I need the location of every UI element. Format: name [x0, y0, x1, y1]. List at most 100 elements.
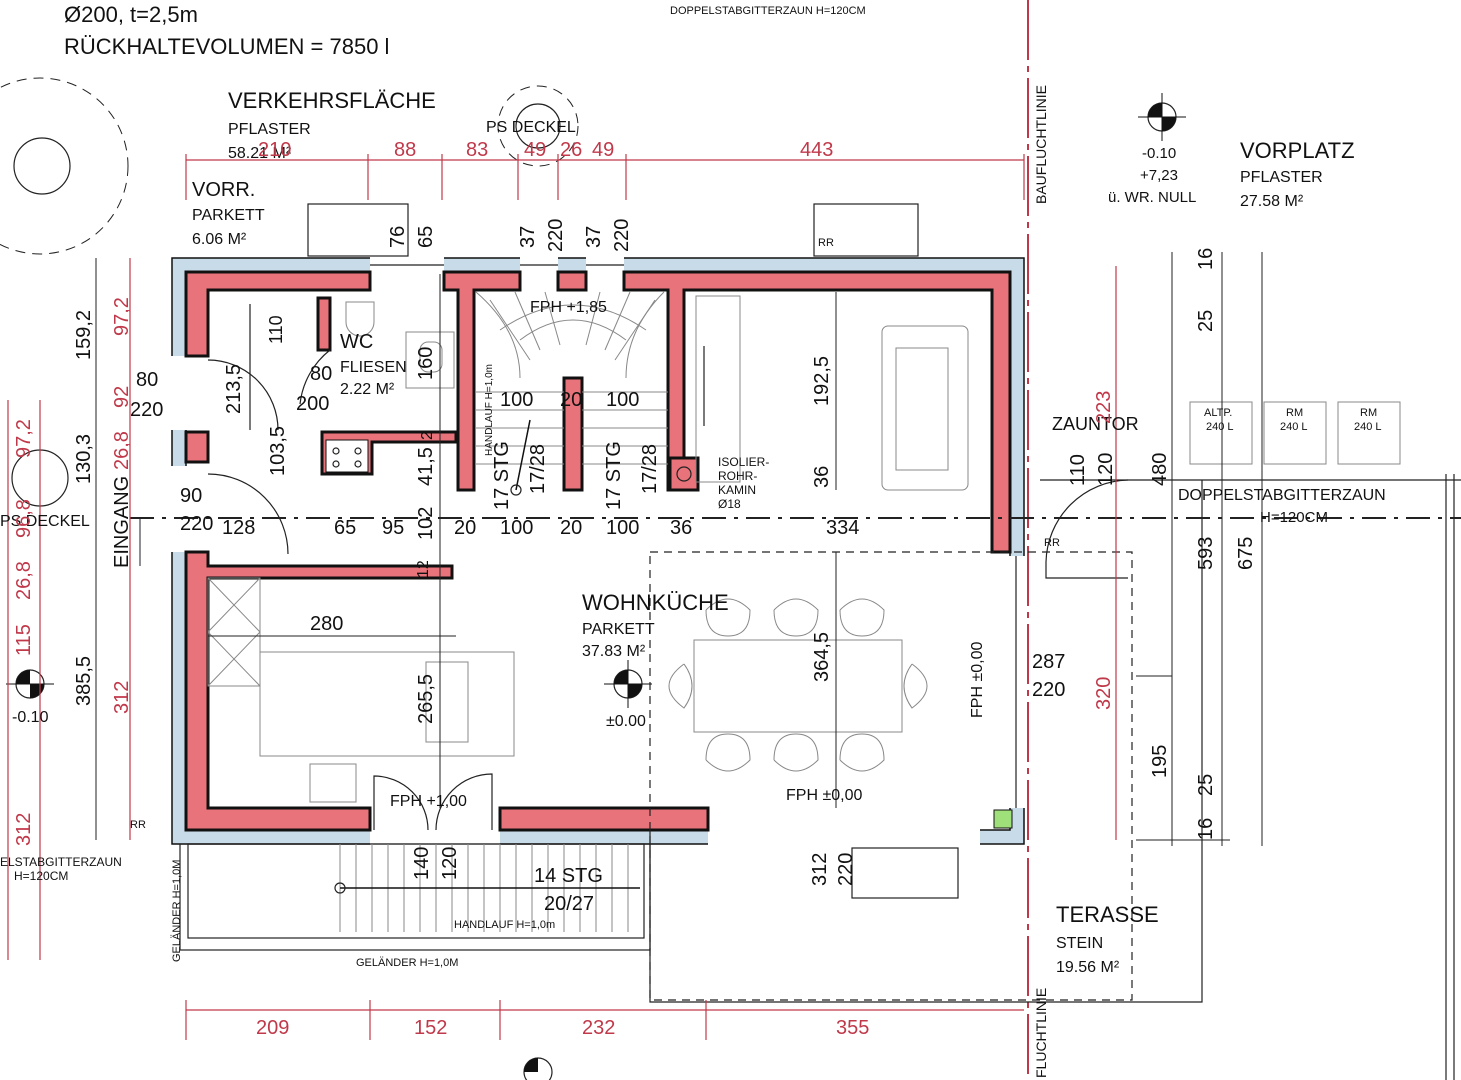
dim-row-4: 102: [415, 507, 437, 540]
dim-top-6: 49: [592, 139, 614, 161]
level-marker-icon: [523, 1057, 553, 1080]
room-terasse: TERASSE: [1056, 902, 1159, 927]
room-wohnkueche-material: PARKETT: [582, 621, 655, 638]
dim-80: 80: [136, 369, 158, 391]
bin-2-a: RM: [1286, 407, 1303, 419]
dim-row-3: 95: [382, 517, 404, 539]
dim-right-10: 110: [1067, 454, 1089, 486]
dim-200: 200: [296, 393, 329, 415]
dim-140: 140: [411, 847, 433, 880]
dim-row-9: 36: [670, 517, 692, 539]
handlauf-label-bottom: HANDLAUF H=1,0m: [454, 919, 555, 931]
dim-20: 20: [560, 389, 582, 411]
dim-1035: 103,5: [267, 426, 289, 476]
dim-top-1: 210: [258, 139, 291, 161]
dim-right-1: 16: [1195, 248, 1217, 270]
traffic-area-title: VERKEHRSFLÄCHE: [228, 88, 436, 113]
bin-1-b: 240 L: [1206, 421, 1234, 433]
dim-110: 110: [266, 315, 286, 344]
bin-3-b: 240 L: [1354, 421, 1382, 433]
fph-000-vertical: FPH ±0,00: [969, 642, 986, 718]
room-vorr: VORR.: [192, 179, 255, 201]
level-left: -0.10: [12, 709, 49, 726]
room-wohnkueche-area: 37.83 M²: [582, 643, 646, 660]
railing-label-vertical: GELÄNDER H=1,0M: [171, 860, 183, 962]
rr-label-left: RR: [130, 819, 146, 831]
dim-80b: 80: [310, 363, 332, 385]
stairs-left-count: 17 STG: [491, 441, 513, 510]
dim-right-8: 223: [1093, 391, 1115, 424]
dim-row-10: 334: [826, 517, 859, 539]
room-vorr-area: 6.06 M²: [192, 231, 247, 248]
room-wohnkueche: WOHNKÜCHE: [582, 590, 729, 615]
forecourt-material: PFLASTER: [1240, 169, 1323, 186]
level-b: +7,23: [1140, 167, 1178, 184]
fence-top-label: DOPPELSTABGITTERZAUN H=120CM: [670, 5, 866, 17]
dim-top-3: 83: [466, 139, 488, 161]
chimney-label-2: ROHR-: [718, 469, 757, 483]
dim-left-red-1: 97,2: [111, 297, 133, 336]
fence-left-label: ELSTABGITTERZAUN: [0, 855, 122, 869]
room-vorr-material: PARKETT: [192, 207, 265, 224]
dim-left-1: 159,2: [73, 310, 95, 360]
dim-right-9: 320: [1093, 677, 1115, 710]
ps-deckel-label: PS DECKEL: [486, 119, 576, 136]
dim-36: 36: [811, 466, 833, 488]
dim-2655: 265,5: [415, 674, 437, 724]
dim-220c: 220: [1032, 679, 1065, 701]
dim-open-4: 220: [545, 219, 567, 252]
dim-312b: 312: [809, 853, 831, 886]
bin-1-a: ALTP.: [1204, 407, 1232, 419]
chimney-label-3: KAMIN: [718, 483, 756, 497]
dimension-lines: [7, 154, 1117, 1040]
dim-1925: 192,5: [811, 356, 833, 406]
dim-3645: 364,5: [811, 632, 833, 682]
dim-100a: 100: [500, 389, 533, 411]
chimney-label-1: ISOLIER-: [718, 455, 769, 469]
room-terasse-area: 19.56 M²: [1056, 959, 1120, 976]
handlauf-label: HANDLAUF H=1,0m: [484, 364, 495, 456]
dim-row-8: 100: [606, 517, 639, 539]
dim-open-3: 37: [517, 226, 539, 248]
dining-chairs: [668, 598, 928, 772]
stairs-bottom-ratio: 20/27: [544, 893, 594, 915]
dim-2135: 213,5: [223, 364, 245, 414]
dim-top-4: 49: [524, 139, 546, 161]
room-terasse-material: STEIN: [1056, 935, 1103, 952]
dim-bottom-2: 152: [414, 1017, 447, 1039]
fence-right-height: H=120CM: [1260, 509, 1328, 526]
dim-row-1: 128: [222, 517, 255, 539]
dim-open-6: 220: [611, 219, 633, 252]
dim-top-5: 26: [560, 139, 582, 161]
dim-far-left-2: 96,8: [13, 499, 35, 538]
level-marker-icon: [604, 660, 652, 708]
dim-right-11: 120: [1095, 453, 1117, 486]
fph-100: FPH +1,00: [390, 793, 467, 810]
rr-label-right: RR: [1044, 537, 1060, 549]
dim-220d: 220: [835, 853, 857, 886]
dim-open-2: 65: [415, 226, 437, 248]
stairs-right-ratio: 17/28: [639, 444, 661, 494]
dim-left-red-2: 26,8: [111, 431, 133, 470]
room-wc-area: 2.22 M²: [340, 381, 395, 398]
dim-280: 280: [310, 613, 343, 635]
dim-right-4: 675: [1235, 537, 1257, 570]
gate-label: ZAUNTOR: [1052, 414, 1139, 434]
retention-volume: RÜCKHALTEVOLUMEN = 7850 l: [64, 34, 389, 59]
dim-left-2: 130,3: [73, 434, 95, 484]
deckel-left-label: PS DECKEL: [0, 513, 90, 530]
dim-287: 287: [1032, 651, 1065, 673]
dim-right-7: 16: [1195, 818, 1217, 840]
entrance-label: EINGANG: [111, 476, 133, 568]
dim-far-left-3: 26,8: [13, 561, 35, 600]
stairs-left-ratio: 17/28: [527, 444, 549, 494]
dim-left-red-3: 92: [111, 386, 133, 408]
dim-row-2: 65: [334, 517, 356, 539]
dim-open-5: 37: [583, 226, 605, 248]
dim-right-5: 195: [1149, 745, 1171, 778]
forecourt-title: VORPLATZ: [1240, 138, 1355, 163]
dim-415: 41,5: [415, 447, 437, 486]
dim-right-3: 593: [1195, 537, 1217, 570]
